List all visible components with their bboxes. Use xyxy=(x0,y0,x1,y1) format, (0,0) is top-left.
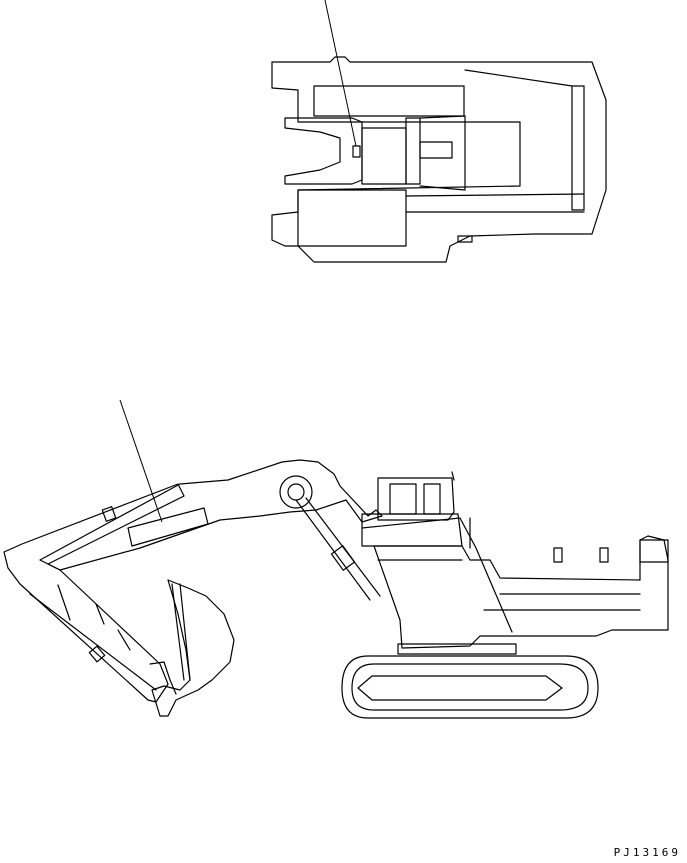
top-engine-hood xyxy=(572,86,584,210)
track-outer xyxy=(342,656,598,718)
cab-window-1 xyxy=(390,484,416,514)
top-walkway xyxy=(406,194,584,196)
top-leader-line xyxy=(325,0,356,146)
boom-pin-inner xyxy=(288,484,304,500)
side-arm xyxy=(4,484,184,702)
arm-edge-1 xyxy=(30,594,156,690)
arm-rib-3 xyxy=(118,630,130,650)
cab-antenna xyxy=(452,472,454,480)
top-deck xyxy=(420,116,465,190)
reference-code: PJ13169 xyxy=(613,846,681,859)
top-side-block xyxy=(298,190,406,246)
track-center xyxy=(358,676,562,700)
top-rear-line xyxy=(465,70,572,86)
top-boom-pivot xyxy=(362,128,406,184)
bucket-teeth xyxy=(150,662,176,694)
track-frame-top xyxy=(398,644,516,654)
side-label-plate xyxy=(128,508,208,546)
side-handrail xyxy=(362,518,512,632)
boom-pin-outer xyxy=(280,476,312,508)
top-boom xyxy=(285,118,362,184)
side-leader-line xyxy=(120,400,162,522)
rear-housing xyxy=(640,540,668,562)
arm-lug xyxy=(102,507,116,522)
bucket-link-2 xyxy=(180,584,190,680)
side-view xyxy=(4,400,668,718)
exhaust-2 xyxy=(600,548,608,562)
track-inner xyxy=(352,664,588,710)
arm-rib-2 xyxy=(96,604,104,624)
top-label-marker xyxy=(353,146,360,157)
side-bucket xyxy=(152,580,234,716)
side-upper-body xyxy=(374,536,668,648)
top-pivot-inner xyxy=(406,118,420,184)
cab-window-2 xyxy=(424,484,440,514)
top-step xyxy=(458,236,472,242)
arm-rib-1 xyxy=(58,585,70,620)
top-upper-outline xyxy=(272,57,606,262)
side-boom xyxy=(40,460,382,570)
side-cab xyxy=(378,478,454,520)
top-cylinder-block xyxy=(420,142,452,158)
boom-cylinder-a xyxy=(296,500,370,600)
top-cab xyxy=(314,86,464,116)
boom-cylinder-sleeve xyxy=(331,546,354,570)
bucket-link xyxy=(172,584,184,680)
exhaust-1 xyxy=(554,548,562,562)
top-view xyxy=(272,0,606,262)
arm-lug-2 xyxy=(89,646,104,662)
